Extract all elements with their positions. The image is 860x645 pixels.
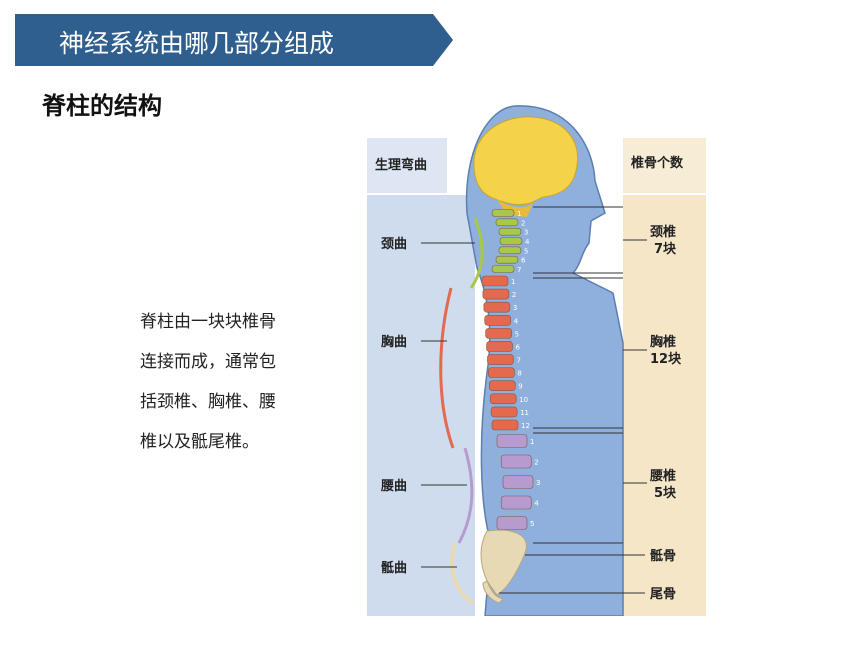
segment-count-cervical: 7块 [654, 241, 677, 257]
thoracic-vertebra-number: 11 [520, 409, 529, 417]
thoracic-vertebra-number: 7 [516, 357, 520, 365]
cervical-vertebra-number: 5 [524, 247, 528, 255]
segment-count-lumbar: 5块 [654, 485, 677, 501]
curve-label-neck: 颈曲 [381, 236, 407, 252]
curves-header: 生理弯曲 [375, 157, 427, 173]
cervical-vertebra [498, 227, 522, 236]
cervical-vertebra-number: 2 [521, 219, 525, 227]
left-panel [367, 195, 475, 616]
count-header: 椎骨个数 [630, 155, 684, 171]
lumbar-vertebra-number: 1 [530, 438, 534, 446]
sacrum [480, 529, 527, 596]
thoracic-vertebra-number: 8 [517, 370, 521, 378]
cervical-vertebra-number: 6 [521, 257, 526, 265]
thoracic-vertebra-number: 2 [512, 291, 516, 299]
description-line: 括颈椎、胸椎、腰 [140, 392, 276, 412]
lumbar-curve-line [457, 447, 474, 544]
thoracic-vertebra-number: 10 [519, 396, 528, 404]
lumbar-vertebra [500, 454, 532, 469]
brain [473, 116, 579, 206]
sacral-curve-line [450, 542, 475, 605]
lumbar-vertebra [496, 434, 528, 448]
thoracic-vertebra [491, 419, 519, 431]
thoracic-vertebra [486, 341, 513, 352]
cervical-vertebra-number: 3 [524, 229, 528, 237]
cervical-vertebra [495, 255, 519, 264]
thoracic-vertebra [484, 314, 512, 326]
cervical-vertebra [491, 265, 515, 273]
banner-title: 神经系统由哪几部分组成 [59, 29, 335, 58]
right-header-panel [623, 138, 706, 193]
thoracic-curve-line [439, 287, 455, 449]
cervical-vertebra-number: 1 [517, 210, 521, 218]
lumbar-vertebra [500, 495, 532, 510]
description-line: 脊柱由一块块椎骨 [140, 312, 276, 332]
lumbar-vertebra-number: 5 [530, 520, 534, 528]
thoracic-vertebra [488, 380, 516, 392]
cervical-vertebra [495, 218, 519, 227]
bracket-lines [421, 206, 647, 594]
description-text: 脊柱由一块块椎骨 连接而成，通常包 括颈椎、胸椎、腰 椎以及骶尾椎。 [140, 302, 320, 462]
lumbar-vertebra-number: 4 [534, 500, 539, 508]
thoracic-vertebra [485, 328, 512, 339]
lumbar-vertebra-number: 3 [536, 479, 540, 487]
title-banner: 神经系统由哪几部分组成 [15, 14, 455, 66]
description-line: 椎以及骶尾椎。 [140, 432, 259, 452]
cervical-vertebra [491, 209, 515, 217]
cervical-vertebra-number: 4 [525, 238, 530, 246]
lumbar-vertebra [496, 516, 528, 530]
curve-label-waist: 腰曲 [380, 478, 407, 494]
thoracic-vertebra [490, 406, 518, 418]
segment-count-thoracic: 12块 [650, 351, 682, 367]
banner-shape [15, 14, 453, 66]
segment-label-thoracic: 胸椎 [650, 334, 676, 350]
segment-label-lumbar: 腰椎 [649, 468, 676, 484]
thoracic-vertebra [487, 354, 514, 365]
thoracic-vertebra-number: 3 [513, 304, 517, 312]
thoracic-vertebra-number: 1 [511, 278, 515, 286]
thoracic-vertebra [489, 393, 517, 405]
segment-label-sacrum: 骶骨 [650, 548, 676, 564]
description-line: 连接而成，通常包 [140, 352, 276, 372]
cervical-curve-line [469, 217, 484, 289]
cervical-vertebra [498, 246, 522, 255]
thoracic-vertebra-number: 5 [515, 330, 519, 338]
thoracic-vertebra [483, 301, 511, 313]
lumbar-vertebrae: 1 2 3 4 5 [496, 434, 540, 530]
cervical-vertebra [499, 237, 523, 245]
left-header-panel [367, 138, 447, 193]
thoracic-vertebra [482, 288, 510, 300]
section-title: 脊柱的结构 [42, 92, 162, 120]
cervical-vertebrae: 12 345 67 [491, 209, 530, 274]
segment-label-cervical: 颈椎 [650, 224, 676, 240]
curve-label-chest: 胸曲 [381, 334, 407, 350]
curve-label-sacral: 骶曲 [381, 560, 407, 576]
coccyx [482, 580, 504, 604]
thoracic-vertebra-number: 4 [514, 317, 519, 325]
thoracic-vertebra [488, 367, 515, 378]
lumbar-vertebra-number: 2 [534, 459, 538, 467]
segment-label-coccyx: 尾骨 [650, 587, 676, 602]
right-panel [623, 195, 706, 616]
thoracic-vertebra-number: 6 [516, 343, 521, 351]
thoracic-vertebra-number: 9 [518, 383, 522, 391]
thoracic-vertebra [481, 275, 509, 287]
thoracic-vertebra-number: 12 [521, 422, 530, 430]
lumbar-vertebra [502, 475, 534, 489]
cervical-vertebra-number: 7 [517, 266, 521, 274]
